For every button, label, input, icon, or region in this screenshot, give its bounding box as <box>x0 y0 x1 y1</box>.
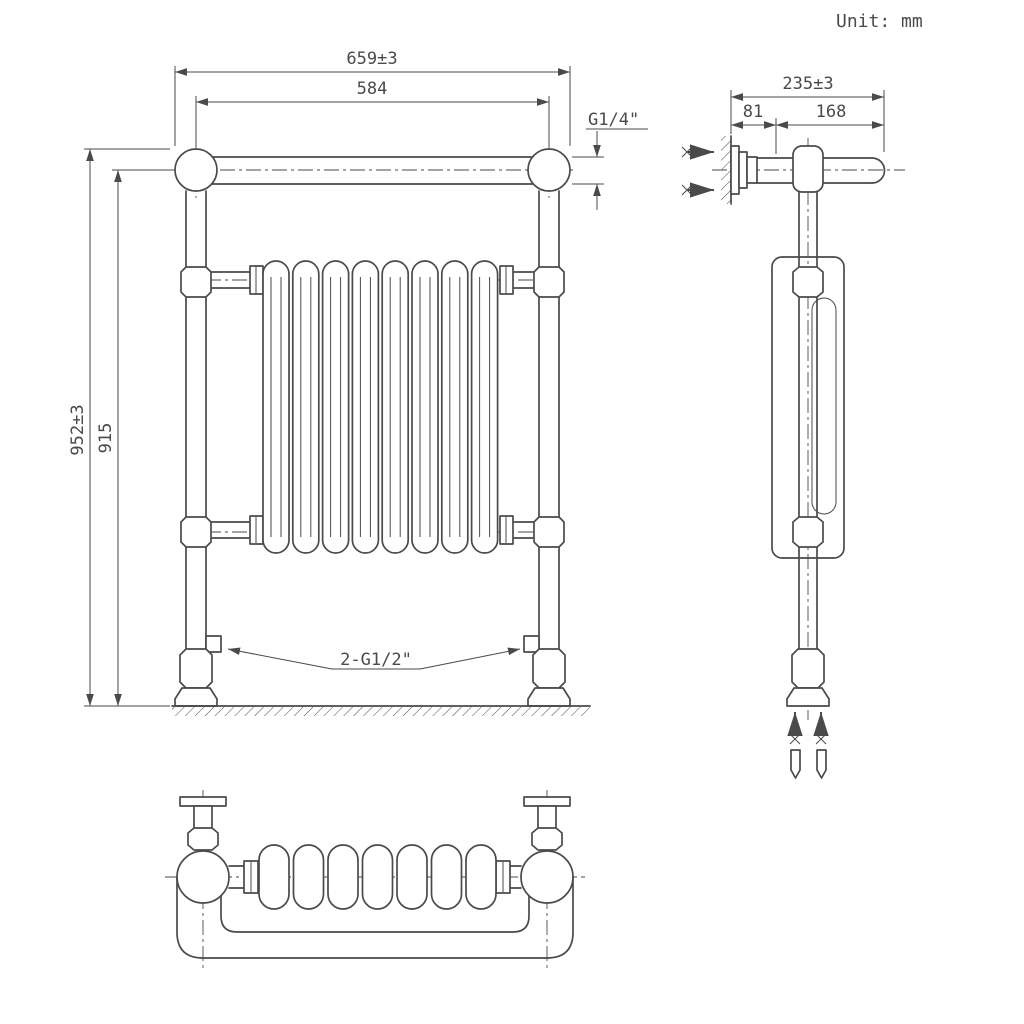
crossbars <box>210 265 535 545</box>
floor-screws <box>787 712 829 779</box>
inlet-fittings <box>205 635 540 653</box>
wall <box>721 135 732 205</box>
wall-bracket <box>730 145 758 195</box>
top-view <box>165 790 585 970</box>
dim-overall-depth: 235±3 <box>730 74 885 152</box>
dim-overall-width: 659±3 <box>174 49 571 146</box>
side-view: 235±3 81 168 <box>681 74 905 779</box>
feet <box>174 648 571 707</box>
dim-rail-center-width: 584 <box>195 79 550 147</box>
dim-text-inlet-threads: 2-G1/2" <box>340 650 412 670</box>
dim-post-to-rail-end: 168 <box>776 102 884 129</box>
dim-text-rail-center-height: 915 <box>96 423 116 454</box>
towel-rail <box>174 148 571 192</box>
rail-left-joint <box>174 148 218 192</box>
dim-text-overall-width: 659±3 <box>346 49 397 69</box>
dim-text-wall-to-post: 81 <box>743 102 763 122</box>
dim-wall-to-post: 81 <box>731 102 777 154</box>
front-view: 659±3 584 G1/4" 952±3 915 2-G <box>68 49 648 716</box>
plan-left-post <box>176 796 230 904</box>
side-radiator-panel <box>771 256 845 559</box>
plan-radiator-sections <box>258 844 497 910</box>
side-rail <box>756 145 886 193</box>
wall-screws <box>681 144 714 198</box>
radiator-core <box>262 260 499 554</box>
post-collars <box>180 266 565 548</box>
dim-text-rail-center-width: 584 <box>357 79 388 99</box>
dim-rail-center-height: 915 <box>96 169 168 706</box>
rail-elbow <box>792 145 824 193</box>
dim-text-post-to-rail-end: 168 <box>816 102 847 122</box>
plan-rail <box>176 876 574 959</box>
dim-inlet-threads: 2-G1/2" <box>227 647 521 670</box>
unit-label: Unit: mm <box>836 11 923 32</box>
dim-overall-height: 952±3 <box>68 148 170 707</box>
dim-text-overall-depth: 235±3 <box>782 74 833 94</box>
side-foot <box>786 648 830 707</box>
dim-vent-thread: G1/4" <box>572 110 648 210</box>
ground-line <box>171 705 591 716</box>
dim-text-vent-thread: G1/4" <box>588 110 639 130</box>
plan-right-post <box>520 796 574 904</box>
side-post-collars <box>792 266 824 548</box>
plan-connectors <box>228 860 522 894</box>
dim-text-overall-height: 952±3 <box>68 404 88 455</box>
rail-right-joint <box>527 148 571 192</box>
